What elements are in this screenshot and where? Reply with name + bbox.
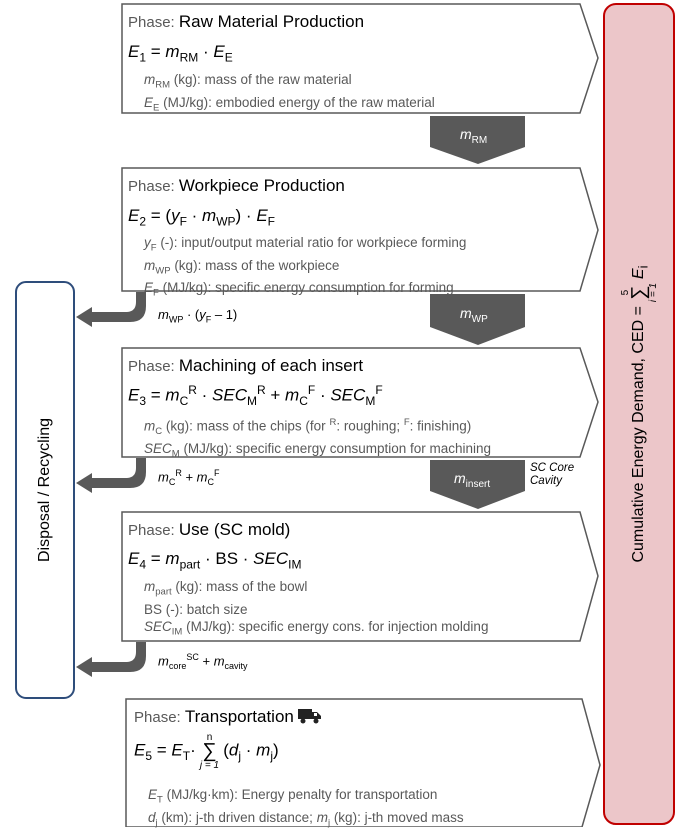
desc-line: mRM (kg): mass of the raw material bbox=[144, 72, 352, 91]
phase-title-use: Phase: Use (SC mold) bbox=[128, 520, 291, 539]
ced-sum-var: E bbox=[630, 268, 648, 280]
equation-e4: E4 = mpart · BS · SECIM bbox=[128, 549, 302, 572]
side-flow-arrow-use bbox=[76, 642, 146, 677]
equation-e1: E1 = mRM · EE bbox=[128, 42, 233, 65]
flow-label-m-wp: mWP bbox=[460, 305, 488, 325]
sigma-symbol: ∑ bbox=[628, 285, 650, 300]
desc-line: mWP (kg): mass of the workpiece bbox=[144, 257, 340, 277]
down-arrow-machining bbox=[430, 460, 525, 509]
ced-sum-lower: i = 1 bbox=[648, 282, 659, 303]
description-machining: mC (kg): mass of the chips (for R: rough… bbox=[144, 414, 491, 463]
ced-bar bbox=[603, 3, 675, 825]
desc-line: dj (km): j-th driven distance; mj (kg): … bbox=[148, 809, 464, 829]
phase-title-raw-material: Phase: Raw Material Production bbox=[128, 12, 365, 31]
phase-box-workpiece bbox=[121, 167, 599, 292]
equation-e2: E2 = (yF · mWP) · EF bbox=[128, 206, 276, 229]
transport-sum-upper: n bbox=[206, 732, 213, 743]
side-flow-arrow-workpiece bbox=[76, 292, 146, 327]
transport-sum-operator: n ∑ j = 1 bbox=[200, 732, 219, 771]
desc-line: SECM (MJ/kg): specific energy consumptio… bbox=[144, 441, 492, 460]
flow-label-m-insert: minsert bbox=[454, 470, 491, 490]
down-arrow-raw-material bbox=[430, 116, 525, 164]
phase-title-transportation: Phase: Transportation bbox=[134, 707, 322, 728]
insert-note-line-1: SC Core bbox=[530, 462, 575, 474]
insert-note-line-2: Cavity bbox=[530, 475, 562, 487]
flow-label-m-rm: mRM bbox=[460, 126, 488, 146]
description-workpiece: yF (-): input/output material ratio for … bbox=[144, 234, 466, 302]
recycling-panel: Disposal / Recycling bbox=[16, 282, 74, 698]
desc-line: BS (-): batch size bbox=[144, 601, 248, 617]
desc-line: mpart (kg): mass of the bowl bbox=[144, 579, 308, 598]
transport-sum-lower: j = 1 bbox=[199, 760, 220, 771]
side-flow-label-workpiece: mWP · (yF – 1) bbox=[158, 307, 238, 325]
side-flow-arrow-machining bbox=[76, 458, 146, 493]
description-transportation: ET (MJ/kg·km): Energy penalty for transp… bbox=[148, 786, 464, 831]
desc-line: ET (MJ/kg·km): Energy penalty for transp… bbox=[148, 787, 438, 806]
description-use: mpart (kg): mass of the bowl BS (-): bat… bbox=[144, 578, 488, 640]
ced-label-prefix: Cumulative Energy Demand, CED = bbox=[630, 301, 648, 563]
phase-box-use bbox=[121, 511, 599, 642]
phase-box-raw-material bbox=[121, 3, 599, 114]
side-flow-label-machining: mCR + mCF bbox=[158, 468, 220, 487]
sigma-symbol: ∑ bbox=[202, 740, 217, 762]
truck-icon bbox=[298, 708, 322, 728]
ced-label: Cumulative Energy Demand, CED = 5 ∑ i = … bbox=[620, 265, 659, 563]
side-flow-label-use: mcoreSC + mcavity bbox=[158, 652, 248, 671]
ced-sum-sub: i bbox=[635, 265, 651, 269]
phase-title-workpiece: Phase: Workpiece Production bbox=[128, 176, 345, 195]
insert-note: SC Core Cavity bbox=[530, 462, 574, 488]
desc-line: SECIM (MJ/kg): specific energy cons. for… bbox=[144, 618, 489, 638]
phase-box-machining bbox=[121, 347, 599, 458]
desc-line: EE (MJ/kg): embodied energy of the raw m… bbox=[144, 94, 435, 114]
recycling-label: Disposal / Recycling bbox=[36, 417, 53, 563]
desc-line: EF (MJ/kg): specific energy consumption … bbox=[144, 280, 454, 300]
ced-panel: Cumulative Energy Demand, CED = 5 ∑ i = … bbox=[604, 4, 674, 824]
equation-e3: E3 = mCR · SECMR + mCF · SECMF bbox=[128, 383, 383, 409]
equation-e5: E5 = ET· n ∑ j = 1 (dj · mj) bbox=[134, 732, 279, 771]
phase-title-machining: Phase: Machining of each insert bbox=[128, 356, 364, 375]
ced-sum-operator: 5 ∑ i = 1 bbox=[620, 283, 659, 302]
desc-line: mC (kg): mass of the chips (for R: rough… bbox=[144, 417, 472, 438]
phase-box-transportation bbox=[125, 698, 601, 827]
down-arrow-workpiece bbox=[430, 294, 525, 345]
recycling-box bbox=[15, 281, 75, 699]
desc-line: yF (-): input/output material ratio for … bbox=[144, 235, 467, 254]
description-raw-material: mRM (kg): mass of the raw material EE (M… bbox=[144, 71, 435, 116]
